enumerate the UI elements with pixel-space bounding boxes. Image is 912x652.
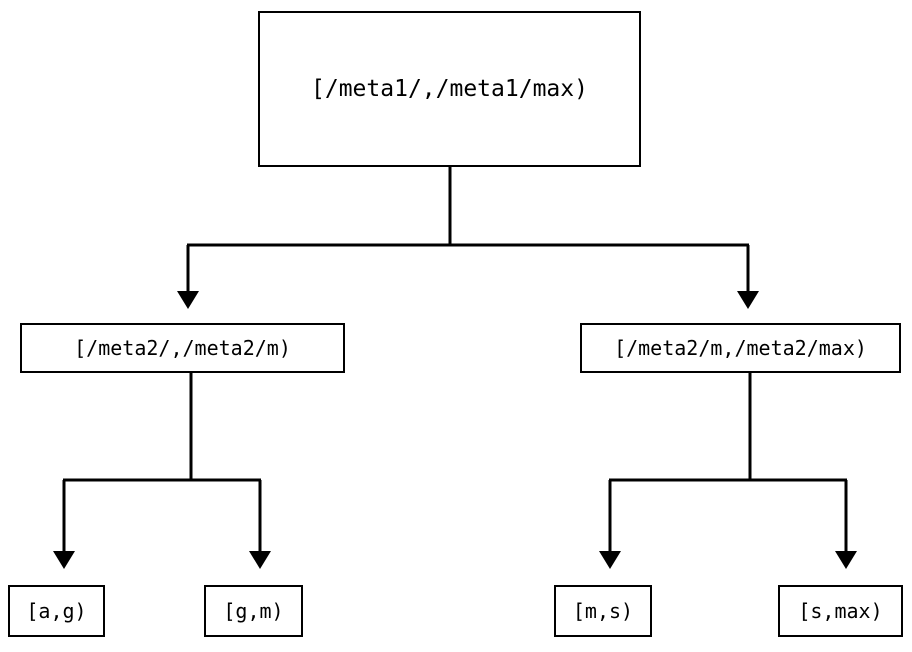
arrowhead-to-level2-right	[737, 291, 759, 309]
node-leaf-s-max[interactable]: [s,max)	[778, 585, 903, 637]
node-root-label: [/meta1/,/meta1/max)	[311, 75, 588, 102]
node-leaf-g-m[interactable]: [g,m)	[204, 585, 303, 637]
node-leaf-m-s-label: [m,s)	[572, 599, 634, 623]
node-level2-left[interactable]: [/meta2/,/meta2/m)	[20, 323, 345, 373]
node-leaf-m-s[interactable]: [m,s)	[554, 585, 652, 637]
arrowhead-to-leaf-s-max	[835, 551, 857, 569]
arrowhead-to-leaf-g-m	[249, 551, 271, 569]
node-leaf-g-m-label: [g,m)	[223, 599, 284, 623]
node-root[interactable]: [/meta1/,/meta1/max)	[258, 11, 641, 167]
node-level2-right-label: [/meta2/m,/meta2/max)	[614, 336, 867, 360]
node-leaf-a-g-label: [a,g)	[26, 599, 87, 623]
arrowhead-to-leaf-a-g	[53, 551, 75, 569]
node-leaf-a-g[interactable]: [a,g)	[8, 585, 105, 637]
node-leaf-s-max-label: [s,max)	[798, 599, 883, 623]
node-level2-right[interactable]: [/meta2/m,/meta2/max)	[580, 323, 901, 373]
arrowhead-to-level2-left	[177, 291, 199, 309]
node-level2-left-label: [/meta2/,/meta2/m)	[74, 336, 291, 360]
arrowhead-to-leaf-m-s	[599, 551, 621, 569]
